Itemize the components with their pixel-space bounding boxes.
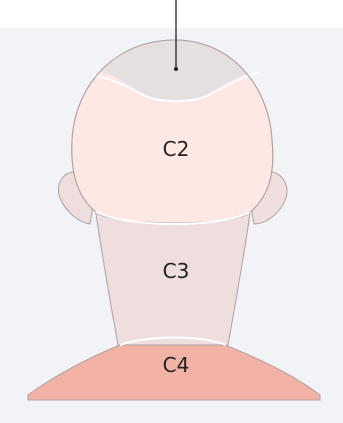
- pointer-dot: [174, 67, 178, 71]
- label-c4: C4: [163, 353, 190, 377]
- label-c3: C3: [163, 259, 190, 283]
- label-c2: C2: [163, 137, 190, 161]
